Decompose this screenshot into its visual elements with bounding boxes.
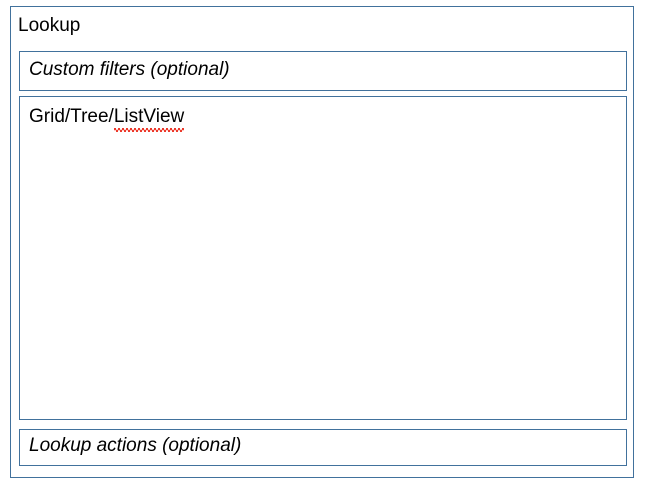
- grid-tree-listview-label: Grid/Tree/ListView: [29, 105, 185, 132]
- lookup-actions-label: Lookup actions (optional): [29, 435, 242, 456]
- page-title: Lookup: [18, 15, 81, 36]
- grid-tree-listview-panel[interactable]: Grid/Tree/ListView: [19, 96, 627, 420]
- grid-tree-listview-label-prefix: Grid/Tree/: [29, 106, 114, 127]
- custom-filters-panel[interactable]: Custom filters (optional): [19, 51, 627, 91]
- custom-filters-label: Custom filters (optional): [29, 59, 230, 80]
- lookup-dialog-frame: Lookup Custom filters (optional) Grid/Tr…: [10, 6, 634, 478]
- lookup-actions-panel[interactable]: Lookup actions (optional): [19, 429, 627, 466]
- grid-tree-listview-misspelled-word: ListView: [113, 106, 185, 132]
